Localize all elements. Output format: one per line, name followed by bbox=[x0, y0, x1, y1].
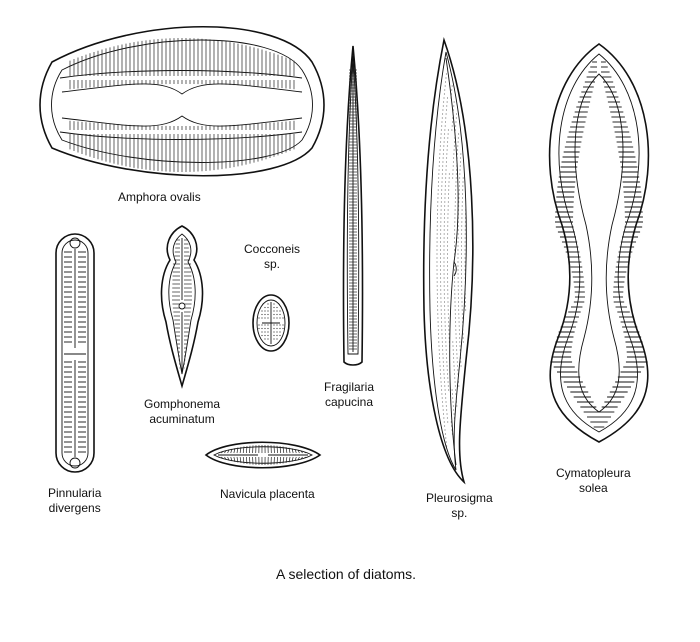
amphora-ovalis-drawing bbox=[39, 25, 325, 177]
pinnularia-name: Pinnularia bbox=[48, 486, 102, 500]
pleurosigma-drawing bbox=[422, 37, 474, 485]
fragilaria-name: Fragilaria bbox=[324, 380, 375, 394]
cocconeis-name: Cocconeis bbox=[244, 242, 301, 256]
figure-caption: A selection of diatoms. bbox=[276, 566, 417, 582]
label-pleurosigma: Pleurosigma sp. bbox=[426, 491, 493, 521]
fragilaria-capucina-drawing bbox=[342, 45, 364, 366]
pinnularia-divergens-drawing bbox=[55, 233, 95, 473]
pleurosigma-name: Pleurosigma bbox=[426, 491, 493, 505]
navicula-name: Navicula placenta bbox=[220, 487, 315, 501]
cymatopleura-species: solea bbox=[579, 481, 608, 495]
cocconeis-species: sp. bbox=[264, 257, 281, 271]
gomphonema-name: Gomphonema bbox=[144, 397, 221, 411]
pleurosigma-species: sp. bbox=[451, 506, 468, 520]
gomphonema-species: acuminatum bbox=[149, 412, 215, 426]
amphora-name: Amphora ovalis bbox=[118, 190, 201, 204]
label-pinnularia: Pinnularia divergens bbox=[48, 486, 101, 516]
fragilaria-species: capucina bbox=[324, 395, 374, 409]
label-cocconeis: Cocconeis sp. bbox=[244, 242, 300, 272]
pinnularia-species: divergens bbox=[48, 501, 101, 515]
cocconeis-drawing bbox=[252, 294, 290, 352]
navicula-placenta-drawing bbox=[204, 441, 322, 469]
cymatopleura-name: Cymatopleura bbox=[556, 466, 631, 480]
label-gomphonema: Gomphonema acuminatum bbox=[144, 397, 220, 427]
label-amphora-ovalis: Amphora ovalis bbox=[118, 190, 201, 205]
label-fragilaria: Fragilaria capucina bbox=[324, 380, 374, 410]
label-cymatopleura: Cymatopleura solea bbox=[556, 466, 631, 496]
cymatopleura-solea-drawing bbox=[548, 43, 650, 443]
label-navicula: Navicula placenta bbox=[220, 487, 315, 502]
gomphonema-acuminatum-drawing bbox=[160, 225, 204, 389]
